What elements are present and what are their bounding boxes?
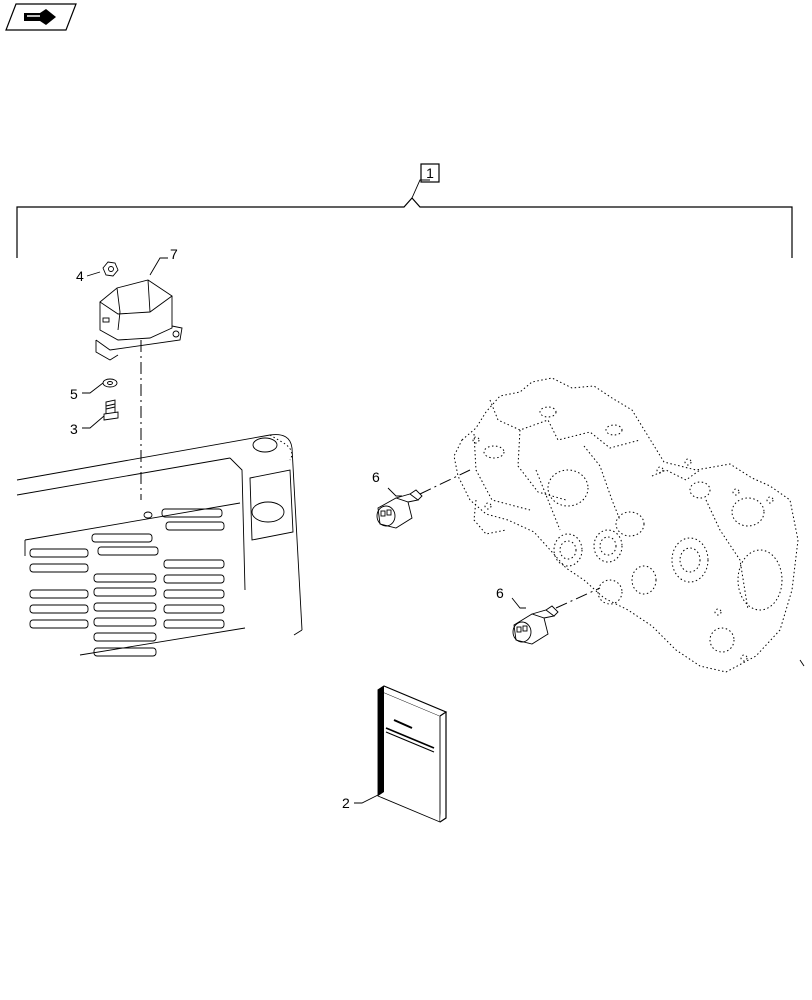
callout-4[interactable]: 4	[76, 268, 84, 284]
callout-6-upper[interactable]: 6	[372, 469, 380, 485]
sensor-upper-line	[419, 469, 471, 495]
hydraulic-pump	[453, 377, 799, 673]
assembly-bracket	[16, 179, 793, 258]
callout-2[interactable]: 2	[342, 795, 350, 811]
washer	[102, 378, 118, 388]
pressure-sensor-upper	[376, 489, 423, 529]
assembly-callout-label: 1	[426, 165, 434, 181]
operator-manual-booklet	[377, 685, 448, 823]
next-page-arrow-icon[interactable]	[5, 3, 77, 31]
nut	[102, 261, 119, 277]
radiator-grille	[16, 434, 303, 657]
callout-7[interactable]: 7	[170, 246, 178, 262]
bolt	[103, 399, 119, 421]
pressure-sensor-lower	[512, 605, 559, 645]
callout-5[interactable]: 5	[70, 386, 78, 402]
assembly-callout-box[interactable]: 1	[420, 163, 440, 183]
cover-module	[95, 279, 183, 361]
sensor-lower-line	[555, 587, 601, 609]
callout-3[interactable]: 3	[70, 421, 78, 437]
callout-6-lower[interactable]: 6	[496, 585, 504, 601]
grille-slots	[29, 508, 225, 657]
